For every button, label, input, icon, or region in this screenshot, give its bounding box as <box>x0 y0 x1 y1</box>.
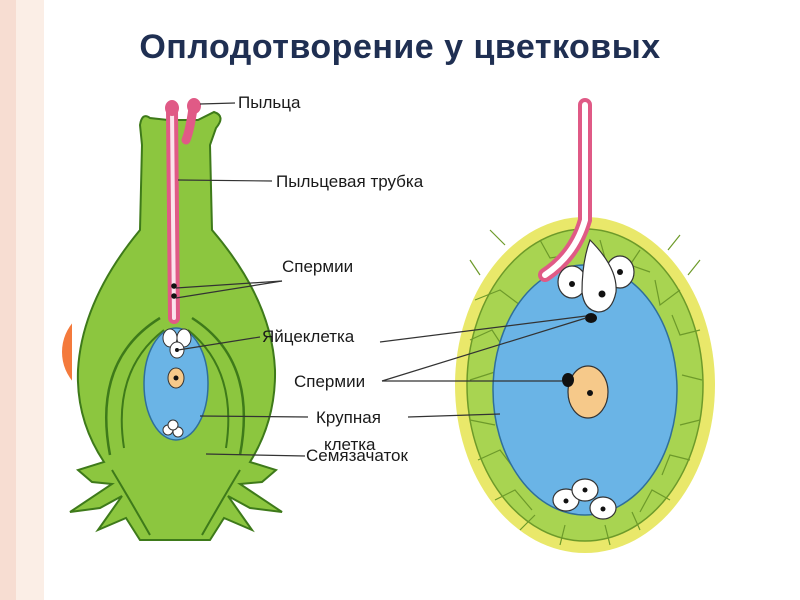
label-ovule: Семязачаток <box>306 446 408 465</box>
antipodal-3 <box>168 420 178 430</box>
antipodal-right-3-nucleus <box>583 488 588 493</box>
label-sperm-lower: Спермии <box>294 372 365 391</box>
label-large-cell-line1: Крупная <box>316 408 381 427</box>
sperm-right-lower <box>562 373 574 387</box>
synergid-right-2-nucleus <box>617 269 623 275</box>
sperm-left-2 <box>171 293 177 299</box>
sperm-left-1 <box>171 283 177 289</box>
central-cell-nucleus <box>174 376 179 381</box>
label-egg-cell: Яйцеклетка <box>262 327 355 346</box>
label-pollen: Пыльца <box>238 93 301 112</box>
ovule-enlarged <box>455 105 715 553</box>
pollen-grain-1 <box>165 100 179 116</box>
antipodal-right-1-nucleus <box>564 499 569 504</box>
synergid-right-1-nucleus <box>569 281 575 287</box>
pollen-grain-2 <box>187 98 201 114</box>
label-pollen-tube: Пыльцевая трубка <box>276 172 424 191</box>
egg-nucleus-enlarged <box>599 291 606 298</box>
antipodal-right-2-nucleus <box>601 507 606 512</box>
central-cell-enlarged-nucleus <box>587 390 593 396</box>
label-sperm-upper: Спермии <box>282 257 353 276</box>
sperm-right-upper <box>585 313 597 323</box>
